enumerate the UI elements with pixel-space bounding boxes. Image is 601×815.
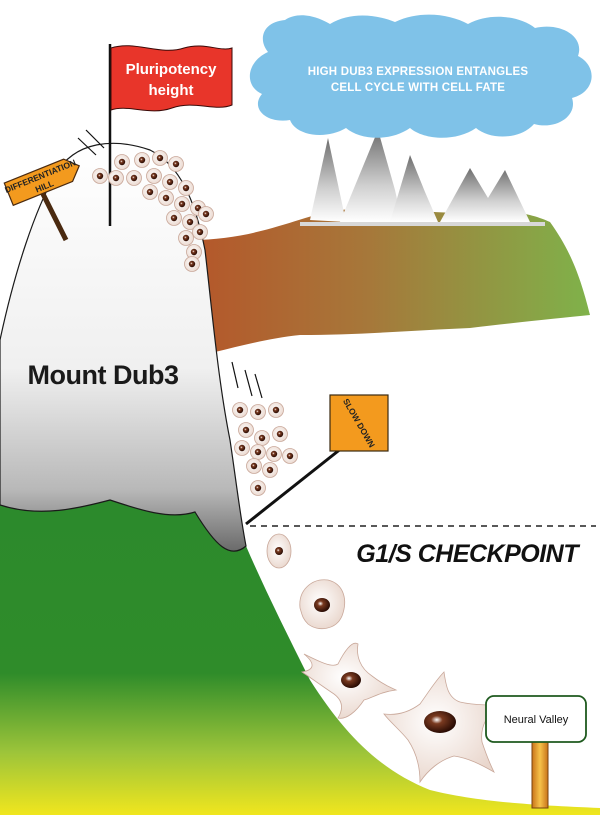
pluripotent-cell	[263, 463, 278, 478]
differentiating-cell	[267, 534, 291, 568]
snowy-peaks	[300, 130, 545, 226]
pluripotent-cell	[233, 403, 248, 418]
pluripotent-cell	[251, 405, 266, 420]
pluripotent-cell	[147, 169, 162, 184]
flag-label-line2: height	[149, 82, 194, 99]
pluripotent-cell	[251, 481, 266, 496]
pluripotent-cell	[235, 441, 250, 456]
checkpoint-label: G1/S CHECKPOINT	[356, 540, 581, 568]
pluripotent-cell	[267, 447, 282, 462]
pluripotent-cell	[175, 197, 190, 212]
cloud-text-line2: CELL CYCLE WITH CELL FATE	[331, 82, 505, 94]
mount-title: Mount Dub3	[28, 360, 179, 390]
cloud: HIGH DUB3 EXPRESSION ENTANGLES CELL CYCL…	[250, 15, 592, 138]
pluripotent-cell	[193, 225, 208, 240]
pluripotent-cell	[109, 171, 124, 186]
mount-dub3	[0, 143, 246, 551]
pluripotent-cell	[255, 431, 270, 446]
pluripotent-cell	[239, 423, 254, 438]
pluripotent-cell	[179, 231, 194, 246]
pluripotent-cell	[247, 459, 262, 474]
pluripotent-cell	[115, 155, 130, 170]
pluripotent-cell	[167, 211, 182, 226]
pluripotent-cell	[251, 445, 266, 460]
brown-green-ridge	[190, 209, 590, 352]
pluripotent-cell	[199, 207, 214, 222]
pluripotent-cell	[159, 191, 174, 206]
pluripotent-cell	[273, 427, 288, 442]
neural-valley-label: Neural Valley	[504, 714, 569, 726]
pluripotent-cell	[269, 403, 284, 418]
pluripotent-cell	[135, 153, 150, 168]
neural-cell	[384, 672, 498, 782]
slow-down-sign: SLOW DOWN	[246, 395, 388, 524]
pluripotent-cell	[283, 449, 298, 464]
pluripotent-cell	[153, 151, 168, 166]
pluripotent-cell	[127, 171, 142, 186]
pluripotent-cell-cluster-middle	[233, 403, 298, 496]
pluripotent-cell	[169, 157, 184, 172]
pluripotent-cell	[185, 257, 200, 272]
flag-label-line1: Pluripotency	[126, 61, 218, 78]
neural-valley-sign: Neural Valley	[486, 696, 586, 808]
pluripotent-cell	[163, 175, 178, 190]
cloud-text-line1: HIGH DUB3 EXPRESSION ENTANGLES	[308, 66, 529, 78]
differentiating-cell	[300, 580, 345, 629]
pluripotent-cell	[179, 181, 194, 196]
pluripotent-cell	[93, 169, 108, 184]
pluripotent-cell	[143, 185, 158, 200]
